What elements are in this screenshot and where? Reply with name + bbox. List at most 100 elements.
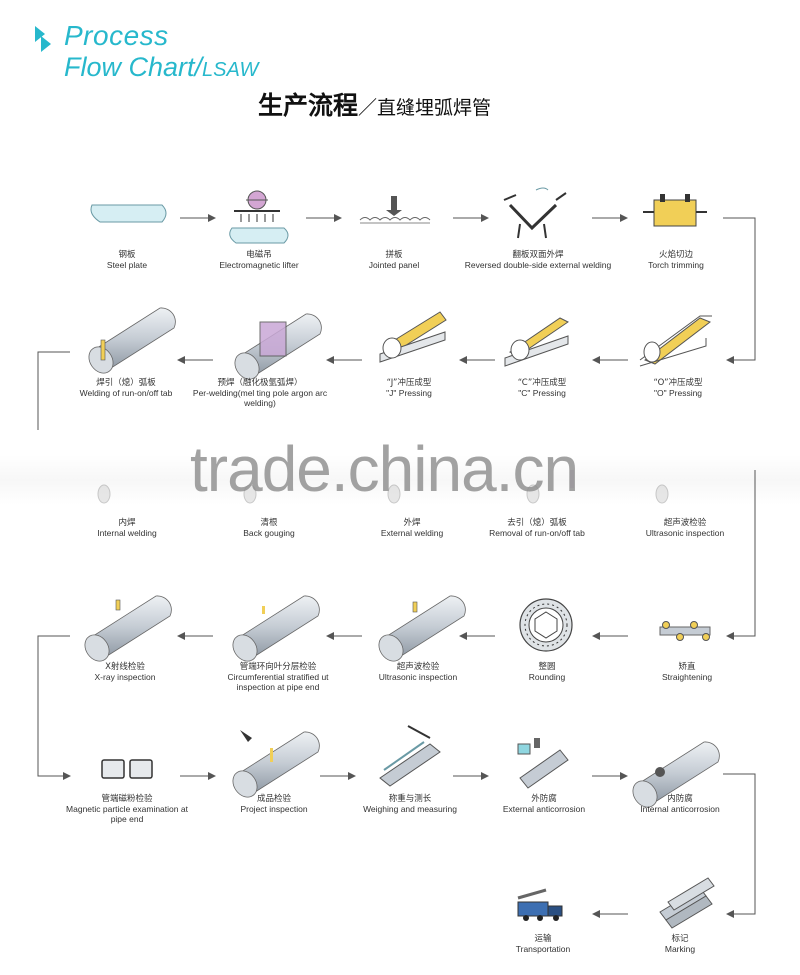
step-cn: 整圆 (538, 662, 556, 672)
step-cn: 标记 (671, 934, 689, 944)
step-cn: 超声波检验 (396, 662, 440, 672)
title-suffix: LSAW (202, 59, 259, 81)
step-label: “J”冲压成型"J" Pressing (334, 378, 484, 398)
internal-coating-icon (627, 741, 720, 813)
pre-weld-icon (229, 313, 322, 385)
logo-chevron-icon (35, 26, 51, 52)
step-en: Project inspection (240, 804, 308, 814)
title-main: Flow Chart/ (64, 52, 203, 82)
step-en: "J" Pressing (386, 388, 432, 398)
step-cn: 去引（熄）弧板 (507, 518, 567, 528)
step-cn: 内焊 (118, 518, 136, 528)
page-subtitle: 生产流程／直缝埋弧焊管 (258, 86, 491, 122)
step-en: Steel plate (106, 260, 148, 270)
weighing-icon (379, 725, 441, 787)
external-coating-icon (517, 738, 569, 789)
step-en: Circumferential stratified ut inspection… (227, 672, 329, 692)
product-inspection-icon (227, 730, 320, 803)
rounding-icon (519, 598, 573, 652)
step-label: “C”冲压成型"C" Pressing (467, 378, 617, 398)
watermark-band (0, 455, 800, 505)
step-cn: “O”冲压成型 (653, 378, 703, 388)
lifter-icon (229, 190, 289, 244)
step-en: Marking (664, 944, 696, 954)
marking-icon (659, 877, 715, 929)
step-cn: 运输 (534, 934, 552, 944)
step-en: Removal of run-on/off tab (489, 528, 585, 538)
internal-weld-icon (97, 484, 111, 504)
step-en: Torch trimming (648, 260, 704, 270)
straightening-icon (659, 621, 711, 641)
step-en: Weighing and measuring (363, 804, 457, 814)
step-en: External welding (380, 528, 444, 538)
step-cn: 火焰切边 (658, 250, 693, 260)
xray-icon (79, 595, 172, 667)
subtitle-cn: 生产流程 (258, 91, 359, 120)
step-en: "O" Pressing (653, 388, 703, 398)
step-cn: 焊引（熄）弧板 (96, 378, 156, 388)
step-en: Rounding (528, 672, 566, 682)
step-cn: 外防腐 (531, 794, 557, 804)
tab-weld-icon (83, 307, 176, 379)
step-en: Jointed panel (368, 260, 420, 270)
step-cn: X射线检验 (105, 662, 145, 672)
step-en: Per-welding(mel ting pole argon arc weld… (192, 388, 328, 408)
step-en: "C" Pressing (518, 388, 566, 398)
step-cn: 电磁吊 (246, 250, 272, 260)
step-en: X-ray inspection (94, 672, 156, 682)
step-label: “O”冲压成型"O" Pressing (603, 378, 753, 398)
step-cn: 成品检验 (256, 794, 291, 804)
c-press-icon (504, 317, 569, 367)
reverse-icon (503, 187, 567, 239)
step-cn: “J”冲压成型 (386, 378, 432, 388)
step-en: External anticorrosion (502, 804, 586, 814)
step-en: Back gouging (243, 528, 295, 538)
step-cn: 矫直 (678, 662, 696, 672)
external-weld-icon (387, 484, 401, 504)
step-cn: 超声波检验 (663, 518, 707, 528)
step-cn: 称重与测长 (388, 794, 432, 804)
step-en: Magnetic particle examination at pipe en… (66, 804, 188, 824)
watermark-text: trade.china.cn (190, 433, 579, 505)
step-en: Electromagnetic lifter (219, 260, 299, 270)
subtitle-cn2: 直缝埋弧焊管 (377, 97, 492, 119)
step-cn: 外焊 (403, 518, 421, 528)
flow-arrows (37, 214, 756, 918)
plate-icon (90, 204, 167, 223)
title-line-1: Process (64, 20, 169, 51)
step-en: Straightening (661, 672, 713, 682)
step-en: Internal welding (97, 528, 157, 538)
step-cn: 管端磁粉检验 (101, 794, 153, 804)
joint-icon (359, 196, 431, 224)
ultrasonic-icon-2 (373, 595, 466, 667)
step-cn: 翻板双面外焊 (512, 250, 564, 260)
subtitle-sep: ／ (358, 97, 378, 119)
o-press-icon (639, 315, 712, 367)
ultrasonic-icon (655, 484, 669, 504)
step-cn: 钢板 (118, 250, 136, 260)
step-label: 预焊（融化极氩弧焊）Per-welding(mel ting pole argo… (190, 378, 330, 408)
